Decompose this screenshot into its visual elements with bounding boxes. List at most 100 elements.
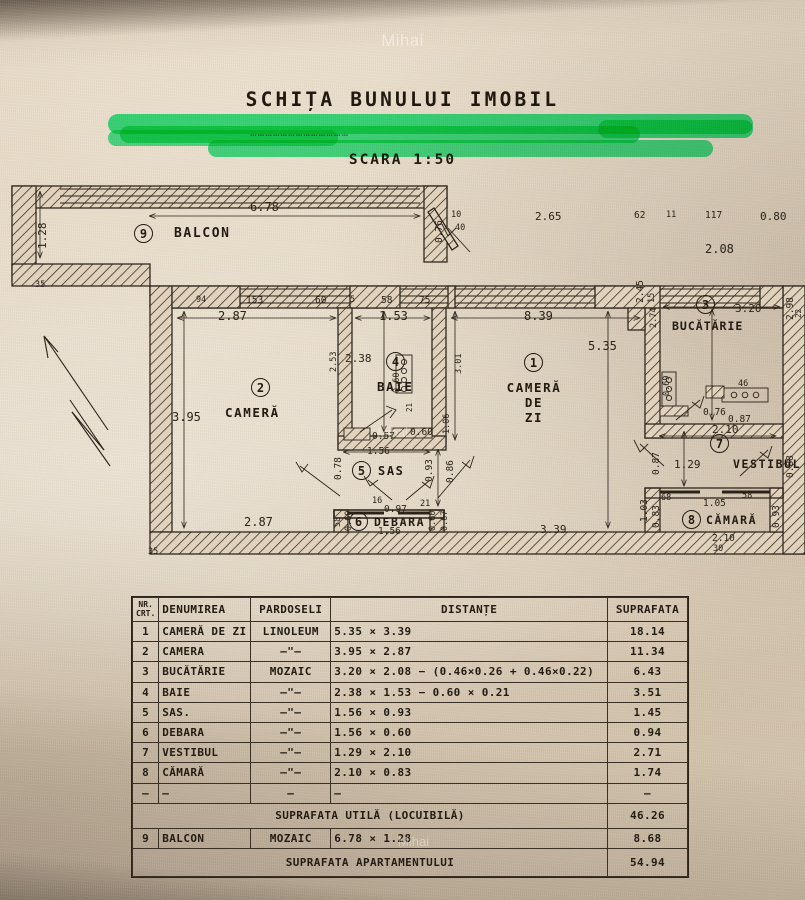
dim-153: 1.53 (379, 309, 408, 323)
room-number-6: 6 (349, 512, 368, 531)
total-utila-label: SUPRAFATA UTILĂ (LOCUIBILĂ) (132, 802, 608, 830)
col-header-nr-line2: CRT. (136, 608, 156, 618)
dim-top-117: 117 (705, 210, 723, 221)
room-number-9: 9 (134, 224, 153, 243)
room-label-camera-de-zi: CAMERĂ DE ZI (506, 380, 562, 425)
cell-suprafata: 11.34 (607, 641, 688, 663)
highlighter-stroke-2 (120, 126, 640, 143)
dim-069: 0.69 (662, 375, 672, 396)
dim-top-60: 60 (315, 295, 327, 306)
cell-suprafata: 0.94 (607, 721, 688, 744)
dim-wall-35a: 35 (35, 280, 46, 290)
cell-distante: 1.56 × 0.93 (330, 701, 608, 723)
cell-nr: 1 (131, 620, 160, 643)
highlighter-stroke-3 (208, 140, 713, 157)
dim-060b: 0.60 (410, 427, 433, 438)
dim-076a: 0.76 (434, 220, 445, 243)
cell-pardoseli: —"— (250, 641, 332, 663)
room-number-2: 2 (251, 378, 270, 397)
cell-nr: 7 (131, 742, 160, 764)
cell-pardoseli: —"— (250, 701, 332, 723)
cell-suprafata: 18.14 (607, 620, 688, 643)
cell-suprafata: — (607, 782, 688, 804)
dim-535: 5.35 (588, 339, 617, 353)
dim-093: 0.93 (424, 459, 435, 482)
dim-067: 0.67 (440, 510, 450, 531)
cell-denumirea: DEBARA (158, 721, 252, 744)
dim-balcon-width: 1.28 (36, 222, 49, 250)
dim-106: 1.06 (442, 413, 452, 434)
cell-nr: 3 (131, 661, 160, 683)
room-label-bucatarie: BUCĂTĂRIE (672, 319, 744, 333)
cell-denumirea: SAS. (158, 701, 252, 723)
room-label-camera: CAMERĂ (225, 405, 280, 420)
cell-pardoseli: LINOLEUM (250, 620, 332, 643)
cell-denumirea: — (158, 782, 252, 804)
col-header-suprafata: SUPRAFATA (607, 597, 688, 622)
dim-093r: 0.93 (771, 505, 782, 528)
room-number-5: 5 (352, 461, 371, 480)
cell-distante: 2.38 × 1.53 − 0.60 × 0.21 (330, 681, 608, 703)
room-number-7: 7 (710, 434, 729, 453)
dim-078: 0.78 (333, 457, 344, 480)
dim-top-153: 153 (246, 295, 264, 306)
cell-pardoseli: —"— (250, 681, 332, 703)
dim-balcon-length: 6.78 (250, 200, 279, 214)
dim-30: 30 (713, 544, 724, 554)
cell-nr: 4 (131, 681, 160, 703)
room-label-baie: BAIE (377, 379, 414, 394)
cell-distante: 1.29 × 2.10 (330, 742, 608, 764)
dim-58r: 58 (742, 491, 753, 501)
dim-top-265: 2.65 (535, 210, 562, 223)
dim-16: 16 (372, 496, 383, 506)
total-apartament-label: SUPRAFATA APARTAMENTULUI (132, 848, 608, 877)
cell-nr: 5 (131, 701, 160, 723)
total-utila-row: SUPRAFATA UTILĂ (LOCUIBILĂ)46.26 (132, 802, 688, 830)
col-header-nr: NR.CRT. (131, 597, 160, 622)
dim-top-11: 11 (666, 210, 677, 220)
dim-287-bot: 2.87 (244, 515, 273, 529)
cell-distante: 6.78 × 1.28 (330, 828, 608, 850)
dim-top-5: 5 (350, 295, 356, 305)
cell-distante: 5.35 × 3.39 (330, 620, 608, 643)
room-label-debara: DEBARA (374, 515, 426, 529)
dim-210a: 2.10 (712, 423, 739, 436)
dim-287-top: 2.87 (218, 309, 247, 323)
room-number-3: 3 (696, 295, 715, 314)
room-label-sas: SAS (378, 464, 405, 478)
cell-distante: 1.56 × 0.60 (330, 721, 608, 744)
dim-058: 58 (333, 516, 343, 527)
cell-suprafata: 2.71 (607, 742, 688, 764)
room-number-8: 8 (682, 510, 701, 529)
cell-distante: 3.95 × 2.87 (330, 641, 608, 663)
dim-253: 2.53 (329, 351, 339, 372)
dim-top-080: 0.80 (760, 210, 787, 223)
dim-238: 2.38 (345, 352, 372, 365)
dim-210b: 2.10 (712, 533, 735, 544)
floor-plan-drawing: 6.78 1.28 35 35 94 153 60 5 58 75 10 40 … (11, 185, 805, 556)
cell-denumirea: VESTIBUL (158, 742, 252, 764)
cell-pardoseli: — (250, 782, 332, 804)
room-number-1: 1 (524, 353, 543, 372)
dim-083: 0.83 (651, 505, 662, 528)
col-header-distante: DISTANȚE (330, 597, 608, 622)
cell-nr: 2 (131, 641, 160, 663)
dim-320: 3.20 (735, 302, 762, 315)
dim-top-10: 10 (451, 210, 462, 220)
room-label-vestibul: VESTIBUL (733, 457, 802, 471)
cell-suprafata: 1.74 (607, 762, 688, 784)
dim-097: 0.97 (384, 504, 407, 515)
cell-nr: 9 (131, 828, 160, 850)
cell-suprafata: 6.43 (607, 661, 688, 683)
cell-pardoseli: —"— (250, 742, 332, 764)
dim-156b: 1.56 (378, 526, 401, 537)
